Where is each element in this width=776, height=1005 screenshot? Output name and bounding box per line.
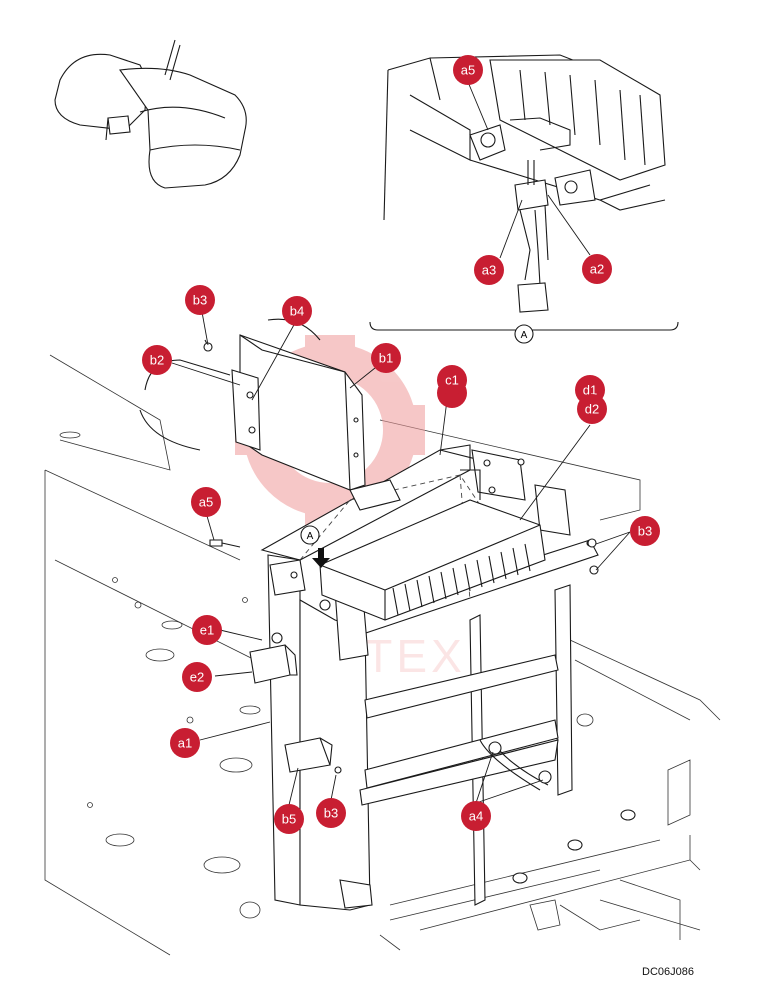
callout-a4-label: a4 bbox=[469, 809, 483, 824]
callout-a3: a3 bbox=[474, 255, 504, 285]
battery-cover bbox=[139, 318, 366, 491]
callout-b4: b4 bbox=[282, 296, 312, 326]
callout-a2: a2 bbox=[582, 254, 612, 284]
floor-lines bbox=[44, 354, 721, 956]
callout-e2: e2 bbox=[182, 662, 212, 692]
callout-a4: a4 bbox=[461, 801, 491, 831]
callout-b3-right-label: b3 bbox=[638, 524, 652, 539]
callout-a5-top-label: a5 bbox=[461, 63, 475, 78]
callout-b5-label: b5 bbox=[282, 812, 296, 827]
callout-d2: d2 bbox=[577, 394, 607, 424]
callout-b3-bottom-label: b3 bbox=[324, 806, 338, 821]
seat-illustration bbox=[54, 39, 247, 189]
arrow-label-a: A bbox=[307, 531, 314, 542]
callout-e1: e1 bbox=[192, 615, 222, 645]
callout-b5: b5 bbox=[274, 804, 304, 834]
callout-b3-top: b3 bbox=[185, 285, 215, 315]
callout-b3-right: b3 bbox=[630, 516, 660, 546]
callout-d1-label: d1 bbox=[583, 383, 597, 398]
callout-a2-label: a2 bbox=[590, 262, 604, 277]
drawing-code: DC06J086 bbox=[642, 966, 694, 978]
callout-a5-left-label: a5 bbox=[199, 495, 213, 510]
callout-b3-bottom: b3 bbox=[316, 798, 346, 828]
callout-c1-label: c1 bbox=[445, 373, 459, 388]
callout-c1: c1 bbox=[437, 365, 467, 408]
callout-a5-top: a5 bbox=[453, 55, 483, 85]
callout-a5-left: a5 bbox=[191, 487, 221, 517]
detail-label-a: A bbox=[521, 330, 528, 341]
callout-b1-label: b1 bbox=[379, 351, 393, 366]
callout-a3-label: a3 bbox=[482, 263, 496, 278]
detail-view-a: A bbox=[369, 54, 679, 344]
battery-unit bbox=[319, 469, 546, 621]
callout-b1: b1 bbox=[371, 343, 401, 373]
callout-e1-label: e1 bbox=[200, 623, 214, 638]
callout-b2-label: b2 bbox=[150, 353, 164, 368]
callout-b4-label: b4 bbox=[290, 304, 304, 319]
callout-a1-label: a1 bbox=[178, 736, 192, 751]
callout-b2: b2 bbox=[142, 345, 172, 375]
callout-d2-label: d2 bbox=[585, 402, 599, 417]
callout-b3-top-label: b3 bbox=[193, 293, 207, 308]
callout-e2-label: e2 bbox=[190, 670, 204, 685]
callout-a1: a1 bbox=[170, 728, 200, 758]
small-parts: A bbox=[209, 525, 599, 909]
callout-leaders bbox=[171, 81, 631, 806]
